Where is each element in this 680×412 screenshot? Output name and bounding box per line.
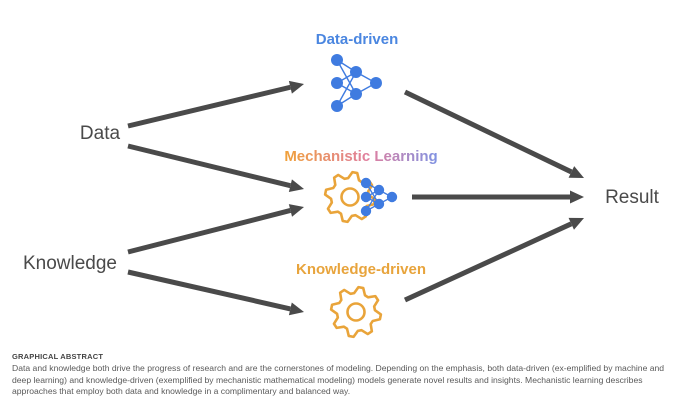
abstract-body: Data and knowledge both drive the progre…: [12, 363, 665, 397]
knowledge-driven-label: Knowledge-driven: [296, 261, 426, 278]
network-node: [373, 198, 385, 210]
network-node: [360, 191, 372, 203]
ml-neural-network-icon: [360, 177, 398, 217]
ml-gear-icon: [323, 170, 377, 224]
arrow-data-to-data-driven: [127, 80, 304, 129]
network-node: [360, 177, 372, 189]
arrow-data-to-mechanistic: [127, 143, 304, 192]
data-driven-label: Data-driven: [316, 31, 399, 48]
network-node: [373, 184, 385, 196]
network-node: [350, 88, 362, 100]
gear-hub: [340, 187, 360, 207]
gear-neural-network-icon: [323, 170, 398, 224]
data-label: Data: [80, 123, 121, 144]
arrow-mechanistic-to-result: [412, 190, 584, 204]
gear-outline: [323, 170, 377, 224]
arrow-knowledge-to-mechanistic: [127, 204, 304, 255]
abstract-heading: GRAPHICAL ABSTRACT: [12, 352, 104, 361]
network-node: [370, 77, 382, 89]
gear-outline: [329, 285, 383, 339]
network-node: [386, 191, 398, 203]
gear-hub: [346, 302, 366, 322]
network-node: [331, 77, 343, 89]
neural-network-icon: [331, 54, 382, 112]
arrow-knowledge-to-knowledge-driven: [127, 269, 304, 316]
arrow-knowledge-driven-to-result: [403, 217, 584, 303]
knowledge-label: Knowledge: [23, 253, 117, 274]
diagram-canvas: Data Knowledge Result Data-driven Mechan…: [23, 31, 660, 339]
network-node: [331, 100, 343, 112]
mechanistic-learning-label: Mechanistic Learning: [284, 148, 437, 165]
network-node: [331, 54, 343, 66]
arrow-data-driven-to-result: [403, 89, 584, 178]
graphical-abstract: GRAPHICAL ABSTRACT Data and knowledge bo…: [12, 352, 672, 398]
arrows-group: [127, 80, 584, 316]
result-label: Result: [605, 187, 660, 208]
network-node: [350, 66, 362, 78]
gear-icon: [329, 285, 383, 339]
network-node: [360, 205, 372, 217]
